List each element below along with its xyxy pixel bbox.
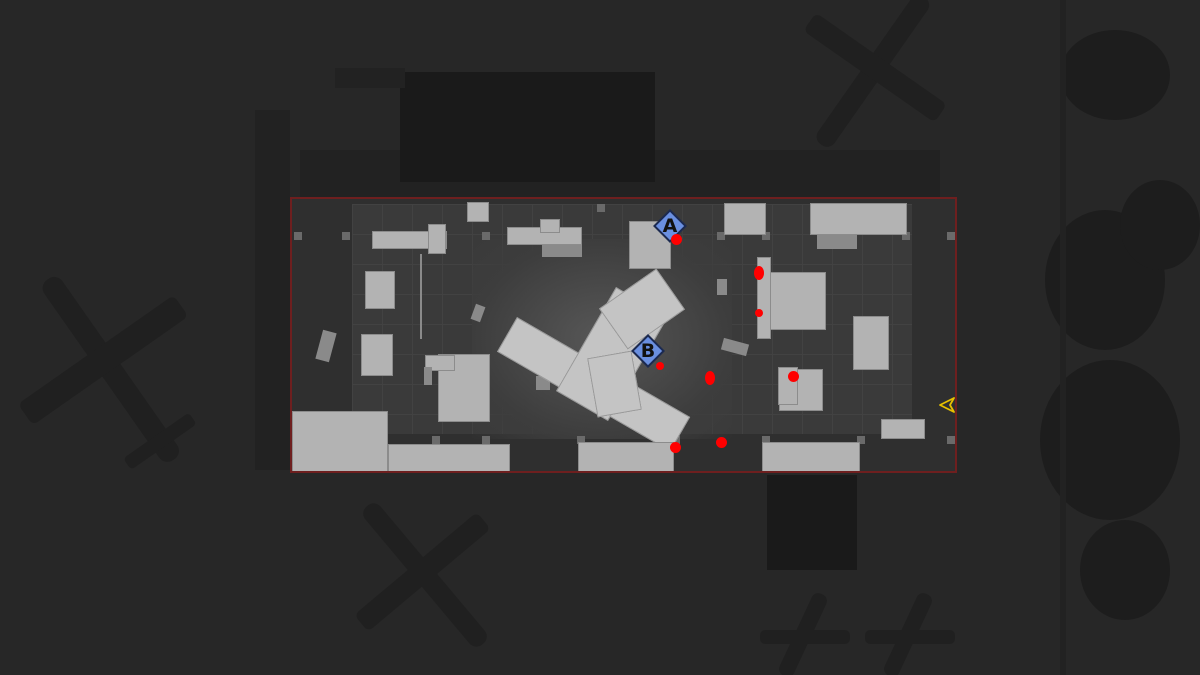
- spawn-dot: [754, 266, 764, 280]
- crate: [425, 355, 455, 371]
- crate: [542, 245, 582, 257]
- site-b-label: B: [640, 340, 656, 362]
- crate: [388, 444, 510, 471]
- crate: [428, 224, 446, 254]
- pillar: [762, 232, 770, 240]
- spawn-dot: [788, 371, 799, 382]
- tree-cluster: [1060, 30, 1170, 120]
- pillar: [482, 436, 490, 444]
- crate: [770, 272, 826, 330]
- player-arrowhead-icon: [939, 397, 955, 413]
- spawn-dot: [670, 442, 681, 453]
- crate: [817, 235, 857, 249]
- west-tail-shadow: [255, 110, 290, 470]
- spawn-dot: [705, 371, 715, 385]
- crate: [507, 227, 582, 245]
- pillar: [597, 204, 605, 212]
- north-hangar-roof: [400, 72, 655, 182]
- north-hangar-annex: [335, 68, 405, 88]
- crate: [315, 329, 337, 363]
- play-area-boundary: [290, 197, 957, 473]
- site-b-marker[interactable]: B: [630, 333, 666, 369]
- pillar: [717, 232, 725, 240]
- tree-cluster: [1120, 180, 1200, 270]
- pillar: [857, 436, 865, 444]
- crate: [467, 202, 489, 222]
- crate: [810, 203, 907, 235]
- south-gate: [767, 475, 857, 570]
- road-strip: [1060, 0, 1066, 675]
- crate: [724, 203, 766, 235]
- pillar: [432, 436, 440, 444]
- bg-aircraft-southeast: [760, 593, 955, 675]
- crate: [540, 219, 560, 233]
- pillar: [577, 436, 585, 444]
- pillar: [294, 232, 302, 240]
- pillar: [947, 232, 955, 240]
- diamond-site-icon: [631, 334, 665, 368]
- pillar: [342, 232, 350, 240]
- pillar: [902, 232, 910, 240]
- bg-aircraft-west: [20, 276, 196, 469]
- crate: [424, 367, 432, 385]
- bg-aircraft-south: [356, 503, 489, 647]
- spawn-dot: [755, 309, 763, 317]
- pillar: [482, 232, 490, 240]
- crate: [762, 442, 860, 471]
- crate: [881, 419, 925, 439]
- crate: [365, 271, 395, 309]
- site-a-label: A: [662, 215, 678, 237]
- crate: [292, 411, 388, 471]
- pillar: [947, 436, 955, 444]
- spawn-dot: [656, 362, 664, 370]
- spawn-dot: [716, 437, 727, 448]
- tree-cluster: [1080, 520, 1170, 620]
- crate: [578, 442, 674, 471]
- spawn-dot: [671, 234, 682, 245]
- crate: [717, 279, 727, 295]
- diamond-site-icon: [653, 209, 687, 243]
- crate: [853, 316, 889, 370]
- crate: [361, 334, 393, 376]
- site-a-marker[interactable]: A: [652, 208, 688, 244]
- bg-aircraft-north: [805, 0, 945, 147]
- pillar: [762, 436, 770, 444]
- divider-line: [420, 254, 422, 339]
